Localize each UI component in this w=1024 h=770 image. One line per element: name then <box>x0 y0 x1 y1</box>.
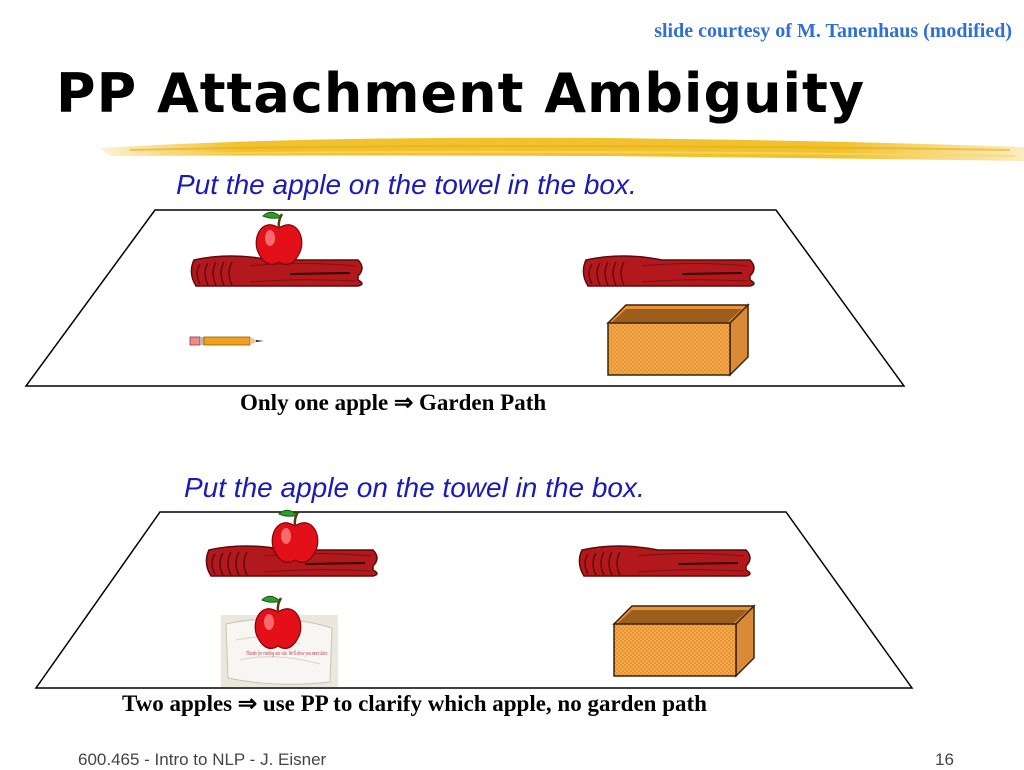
footer-page-number: 16 <box>935 750 954 769</box>
slide-title: PP Attachment Ambiguity <box>56 62 866 125</box>
scene-1-caption: Only one apple ⇒ Garden Path <box>240 390 547 415</box>
scene-2-sentence: Put the apple on the towel in the box. <box>184 472 645 503</box>
title-underline-brush <box>100 137 1024 161</box>
pencil-icon <box>189 336 264 346</box>
box-icon <box>613 605 755 677</box>
scene-1-sentence: Put the apple on the towel in the box. <box>176 169 637 200</box>
box-icon <box>607 304 749 376</box>
napkin-icon: Thanks for visiting our site. We'll show… <box>221 615 338 687</box>
slide-courtesy: slide courtesy of M. Tanenhaus (modified… <box>654 20 1012 42</box>
footer-course: 600.465 - Intro to NLP - J. Eisner <box>78 750 327 769</box>
napkin-text: Thanks for visiting our site. We'll show… <box>246 650 328 657</box>
towel-icon <box>578 545 751 577</box>
table-surface-1 <box>24 209 906 387</box>
table-surface-2 <box>34 511 914 689</box>
towel-icon <box>582 255 755 287</box>
scene-2-caption: Two apples ⇒ use PP to clarify which app… <box>122 691 707 716</box>
